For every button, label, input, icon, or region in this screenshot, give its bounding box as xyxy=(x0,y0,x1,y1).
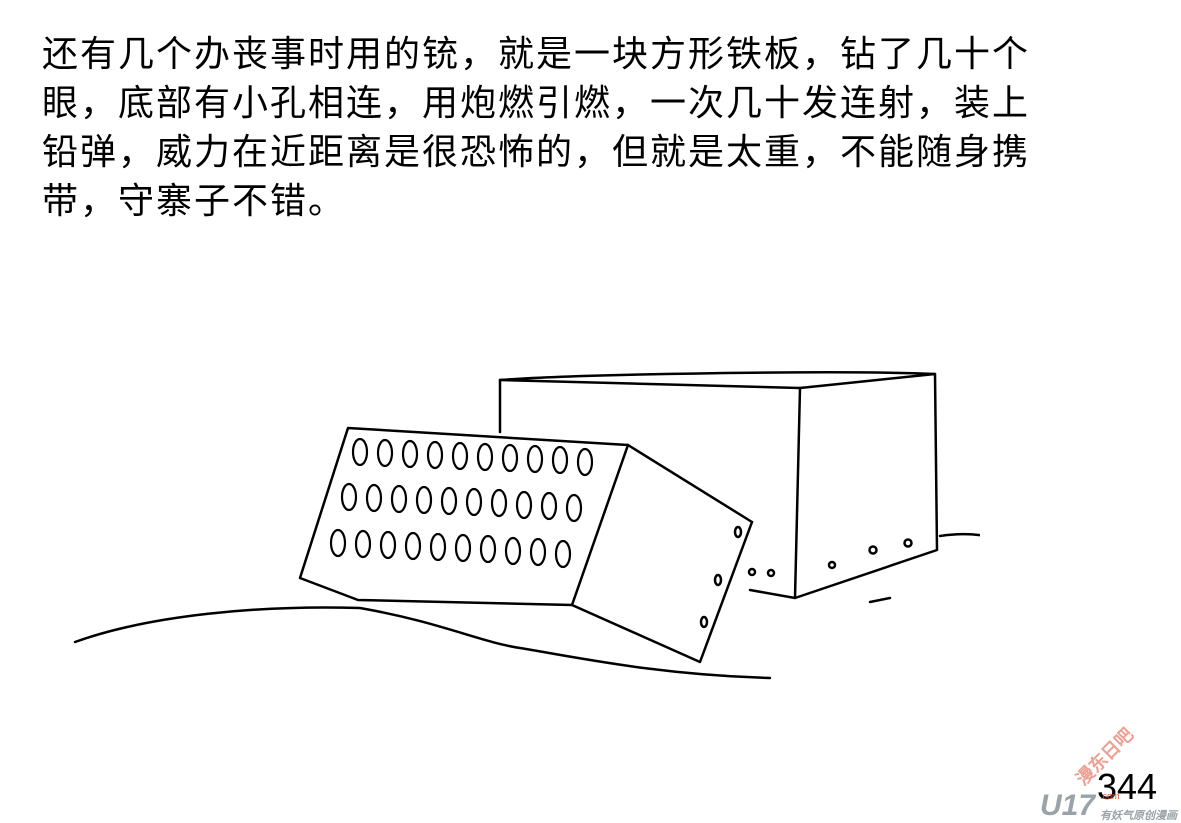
page-number: 344 xyxy=(1097,766,1158,807)
back-box-front xyxy=(498,371,939,600)
watermark-domain: .com xyxy=(1100,791,1120,801)
ground-line-right xyxy=(938,532,980,538)
body-text: 还有几个办丧事时用的铳，就是一块方形铁板，钻了几十个 眼，底部有小孔相连，用炮燃… xyxy=(42,30,1152,226)
side-hole xyxy=(713,573,723,587)
text-line-1: 还有几个办丧事时用的铳，就是一块方形铁板，钻了几十个 xyxy=(42,34,1031,75)
iron-block-illustration xyxy=(73,371,980,680)
back-box-vertical xyxy=(793,386,802,600)
front-block-side xyxy=(570,520,754,664)
watermark-seal: 漫东日吧 xyxy=(1072,724,1138,790)
text-line-2: 眼，底部有小孔相连，用炮燃引燃，一次几十发连射，装上 xyxy=(42,83,1031,124)
back-box-hole xyxy=(827,560,837,570)
side-hole xyxy=(699,615,709,629)
back-box-hole xyxy=(868,545,878,555)
text-line-4: 带，守寨子不错。 xyxy=(42,181,347,222)
back-box-hole xyxy=(747,567,757,577)
watermark: 漫东日吧 U17 .com 有妖气原创漫画 xyxy=(1040,724,1181,822)
ground-dash xyxy=(868,596,892,604)
text-line-3: 铅弹，威力在近距离是很恐怖的，但就是太重，不能随身携 xyxy=(42,132,1031,173)
side-hole xyxy=(733,525,743,539)
back-box-left-top xyxy=(498,378,802,390)
front-block-top xyxy=(626,443,754,524)
hole-row-3 xyxy=(329,528,572,569)
watermark-tagline: 有妖气原创漫画 xyxy=(1100,810,1177,822)
watermark-logo: U17 xyxy=(1040,789,1096,822)
ground-line-left xyxy=(73,606,772,680)
back-box-hole xyxy=(903,538,913,548)
front-block-face xyxy=(298,426,630,607)
back-box-hole xyxy=(766,568,776,578)
back-box-top-right xyxy=(798,372,937,390)
hole-row-2 xyxy=(340,482,583,523)
hole-row-1 xyxy=(351,437,594,477)
